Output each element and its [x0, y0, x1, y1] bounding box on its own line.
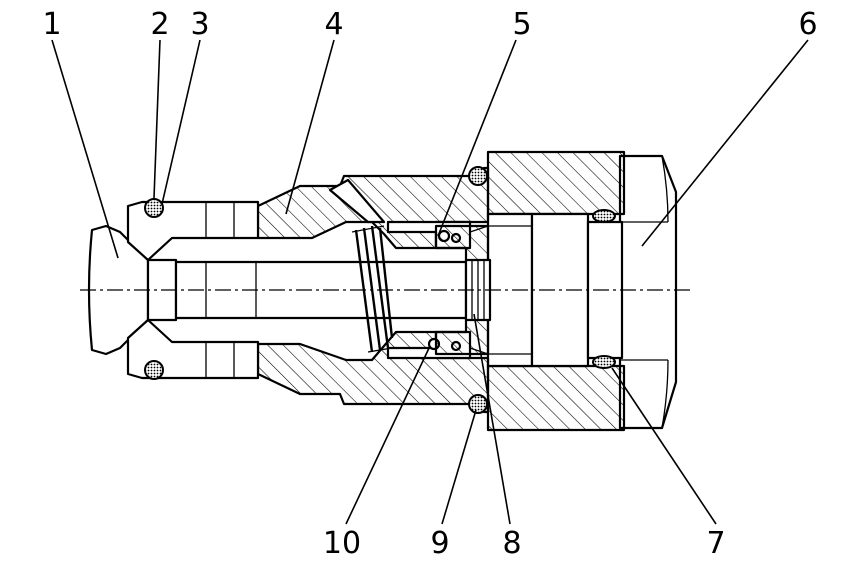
callout-7: 7 [706, 526, 725, 561]
callout-5: 5 [512, 7, 531, 42]
callout-labels: 1 2 3 4 5 6 10 9 8 7 [42, 7, 817, 561]
callout-4: 4 [324, 7, 343, 42]
o-ring-upper-mid [468, 166, 488, 186]
callout-8: 8 [502, 526, 521, 561]
o-rings [144, 166, 616, 414]
o-ring-lower-right [592, 355, 616, 369]
leader-lines [51, 39, 809, 525]
callout-3: 3 [190, 7, 209, 42]
o-ring-lower-left [144, 360, 164, 380]
valve-housing [469, 150, 626, 432]
callout-10: 10 [323, 526, 361, 561]
o-ring-upper-right [592, 209, 616, 223]
callout-6: 6 [798, 7, 817, 42]
callout-2: 2 [150, 7, 169, 42]
o-ring-upper-left [144, 198, 164, 218]
callout-1: 1 [42, 7, 61, 42]
hex-plug [618, 154, 678, 430]
callout-9: 9 [430, 526, 449, 561]
o-ring-lower-mid [468, 394, 488, 414]
piston [434, 224, 492, 356]
spring [351, 225, 394, 353]
